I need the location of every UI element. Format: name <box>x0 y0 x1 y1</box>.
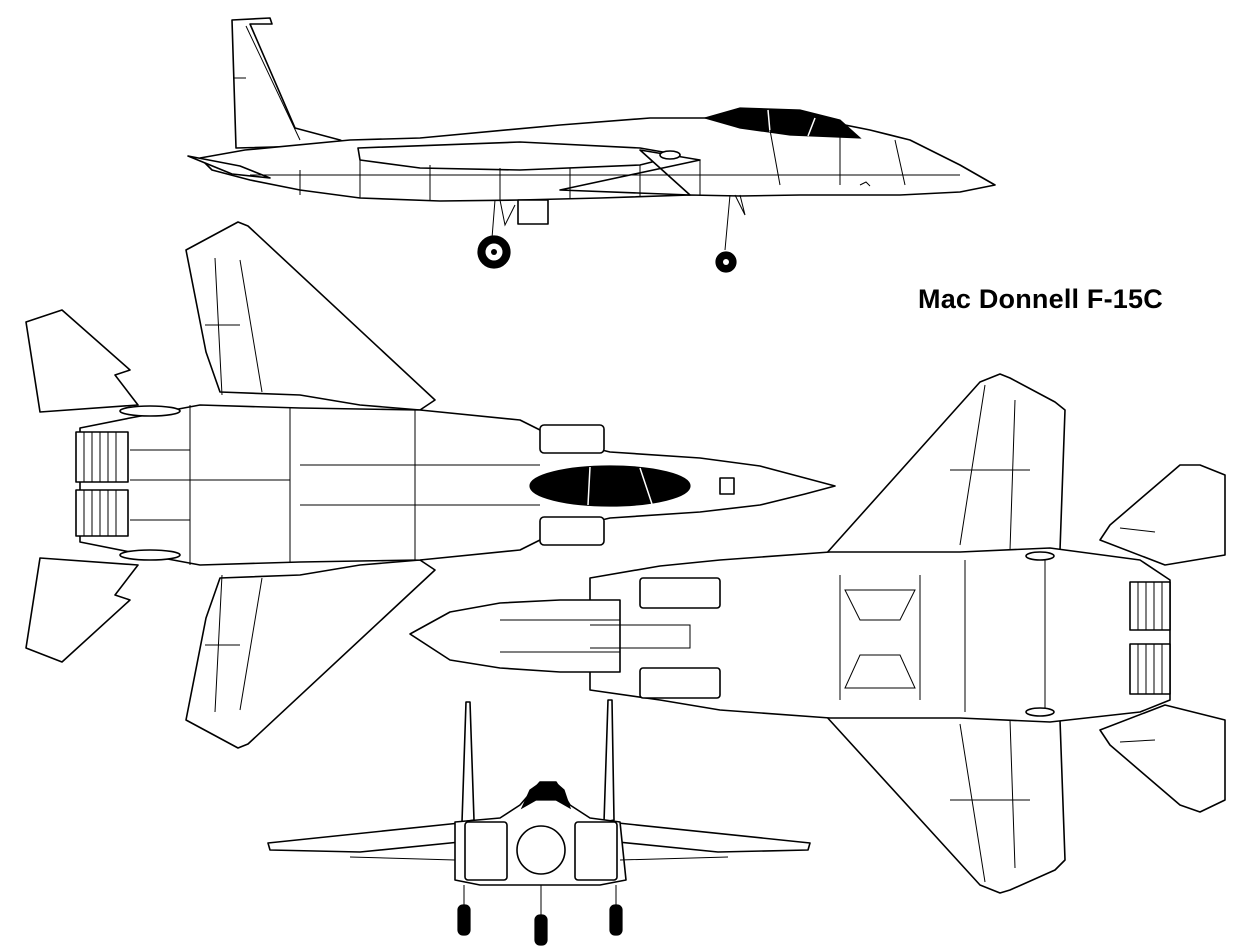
top-view <box>25 221 836 749</box>
bottom-view <box>409 373 1226 894</box>
aircraft-title: Mac Donnell F-15C <box>918 284 1163 314</box>
side-view <box>187 17 996 273</box>
front-view <box>267 699 811 946</box>
